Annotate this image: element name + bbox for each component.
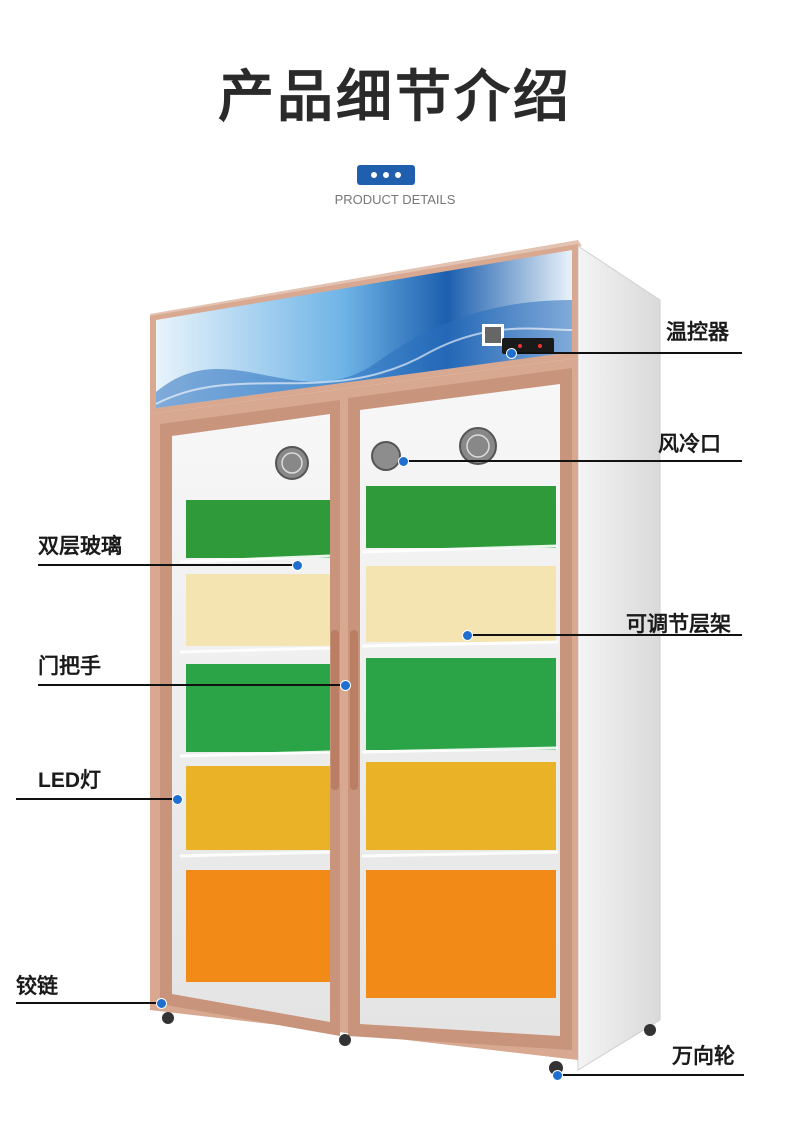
marker-door-handle	[340, 680, 351, 691]
bottles-row-green-top	[186, 486, 556, 558]
pointer-adjustable-shelf	[466, 634, 742, 636]
label-caster: 万向轮	[672, 1044, 735, 1068]
pointer-double-glass	[38, 564, 298, 566]
label-led-light: LED灯	[38, 769, 101, 792]
marker-air-vent	[398, 456, 409, 467]
bottles-row-orange	[186, 870, 556, 998]
page-subtitle: PRODUCT DETAILS	[334, 192, 456, 207]
label-adjustable-shelf: 可调节层架	[626, 612, 731, 636]
pointer-door-handle	[38, 684, 344, 686]
pointer-led-light	[16, 798, 176, 800]
label-air-vent: 风冷口	[658, 432, 721, 456]
label-double-glass: 双层玻璃	[38, 534, 122, 558]
pointer-caster	[556, 1074, 744, 1076]
pointer-hinge	[16, 1002, 160, 1004]
page-title: 产品细节介绍	[218, 65, 572, 130]
marker-caster	[552, 1070, 563, 1081]
pointer-air-vent	[402, 460, 742, 462]
marker-led-light	[172, 794, 183, 805]
marker-thermostat	[506, 348, 517, 359]
bottles-row-yellow	[186, 762, 556, 850]
marker-adjustable-shelf	[462, 630, 473, 641]
marker-hinge	[156, 998, 167, 1009]
marker-double-glass	[292, 560, 303, 571]
label-thermostat: 温控器	[666, 320, 729, 344]
bottles-row-green	[186, 658, 556, 752]
bottles-row-white	[186, 566, 556, 646]
section-divider-badge	[357, 165, 415, 185]
label-hinge: 铰链	[16, 974, 58, 998]
label-door-handle: 门把手	[38, 654, 101, 678]
pointer-thermostat	[510, 352, 742, 354]
